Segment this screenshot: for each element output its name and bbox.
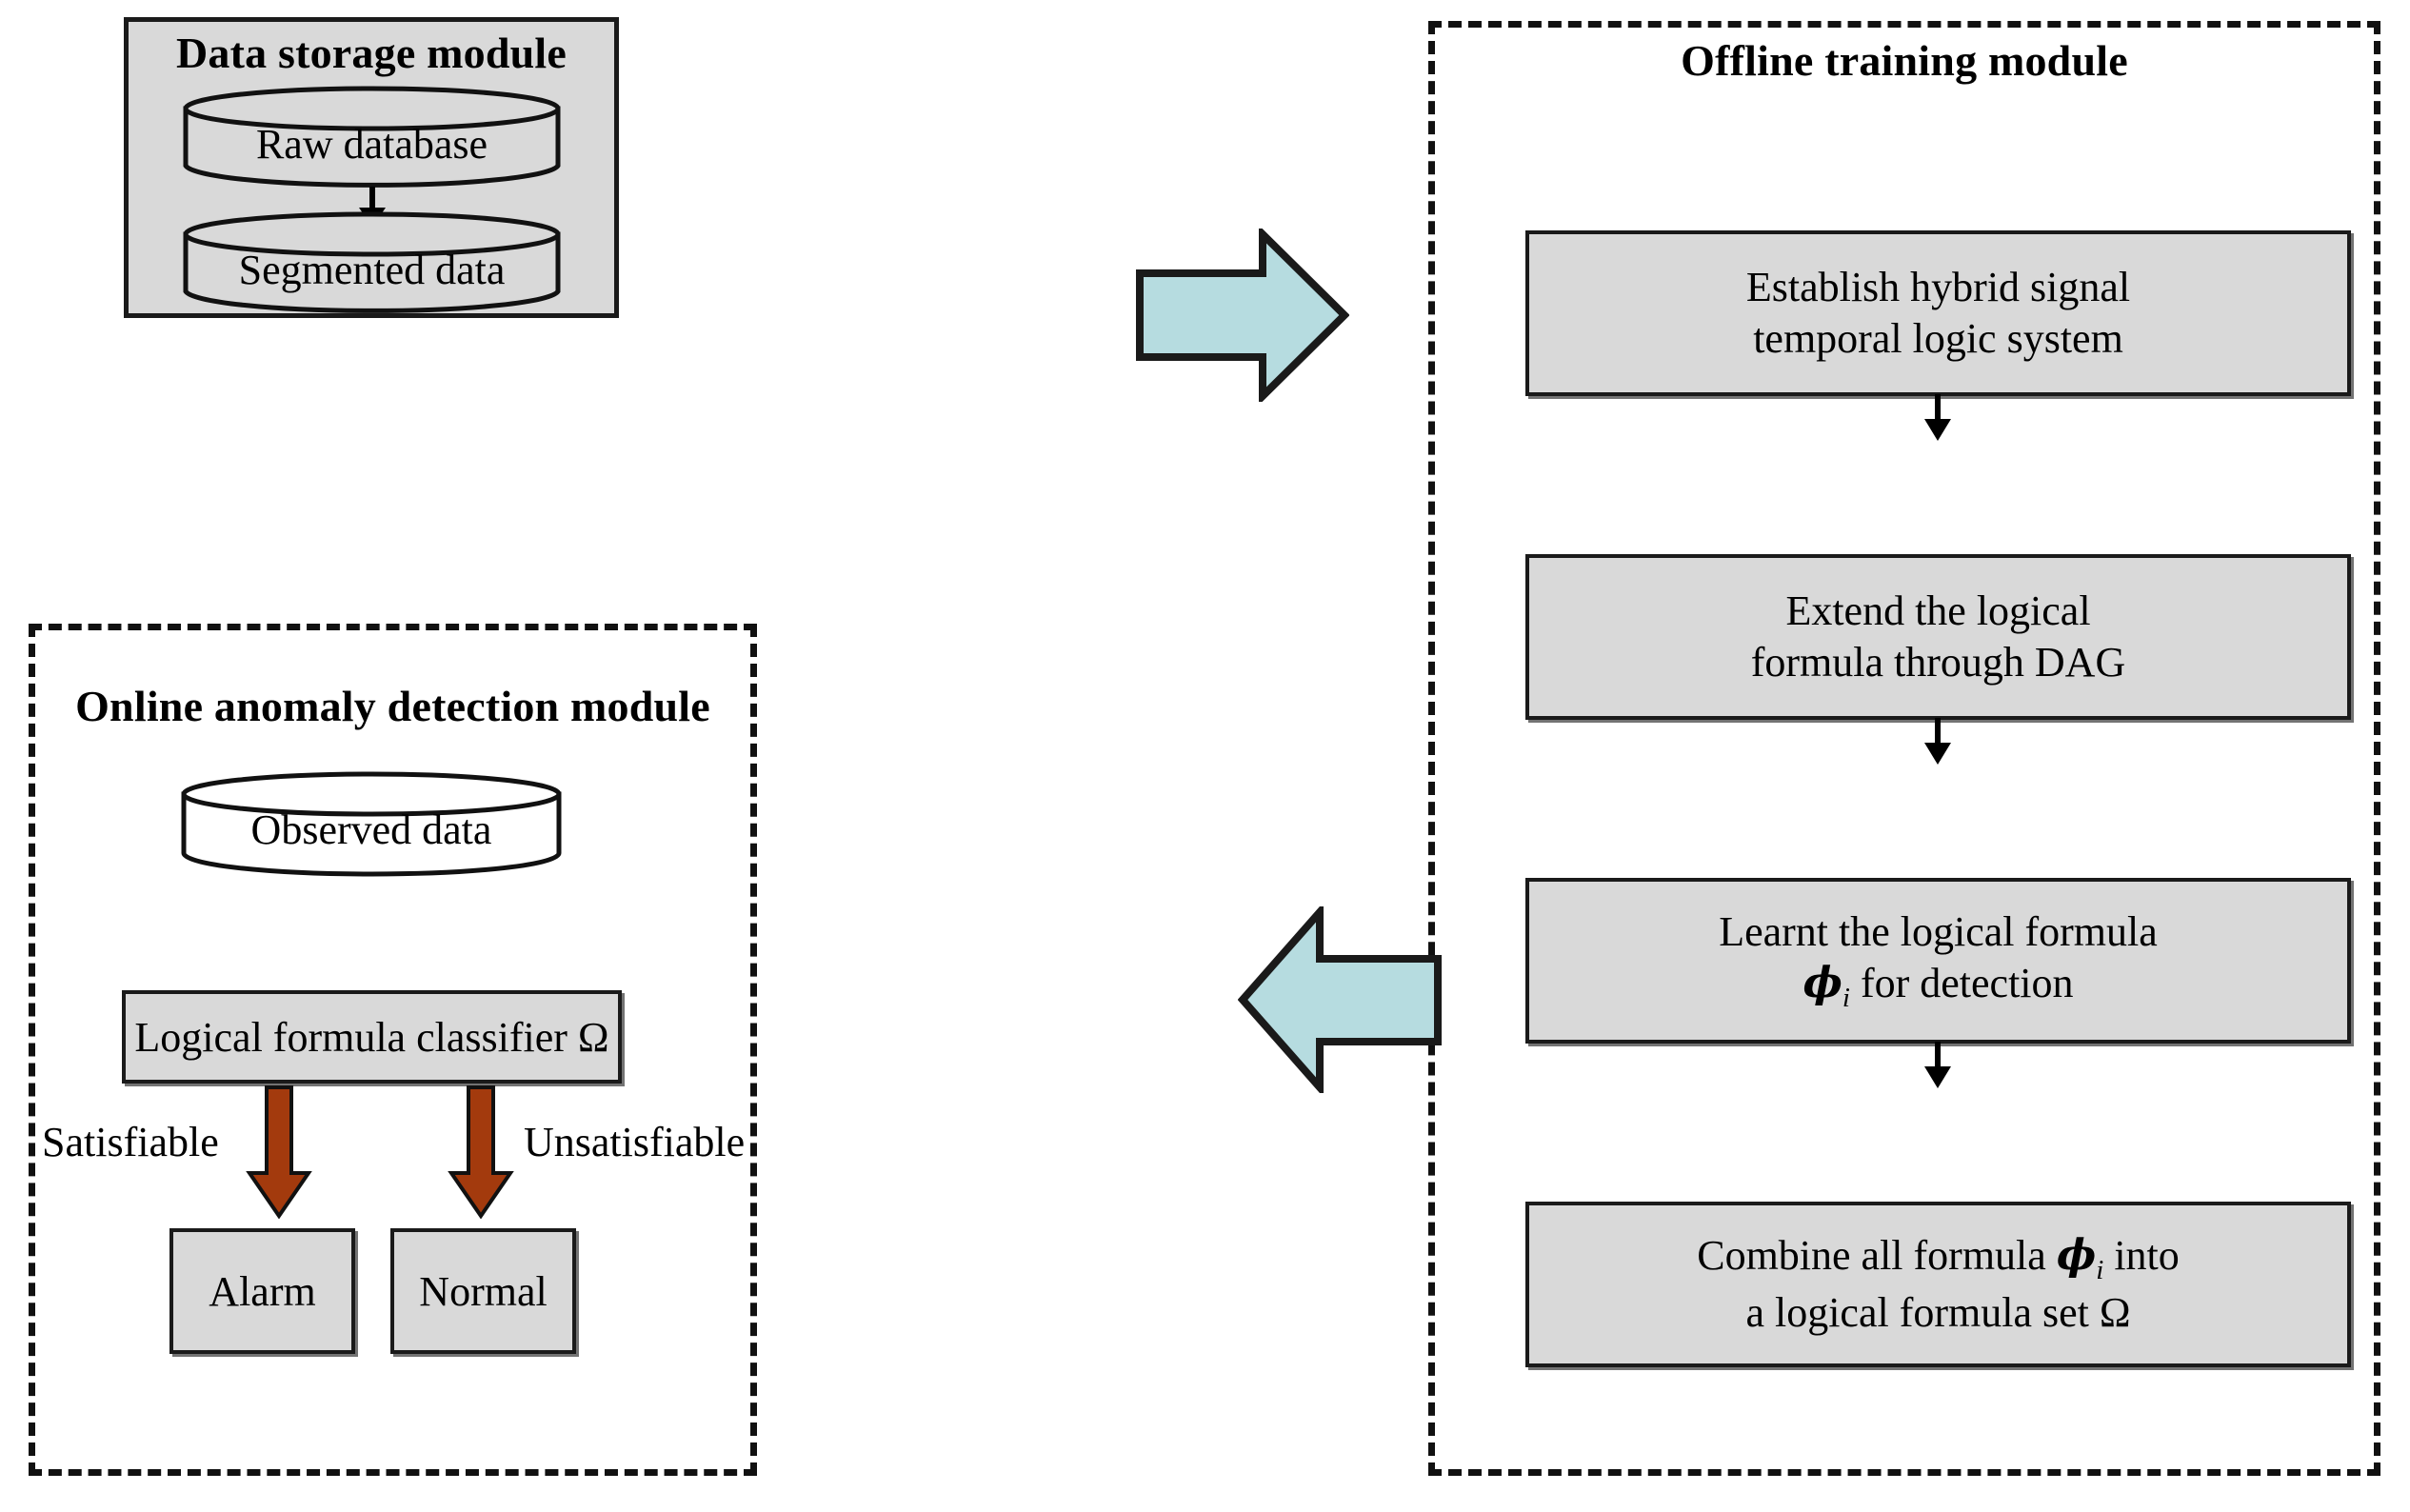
- offline-step-3-line2-suffix: for detection: [1849, 959, 2074, 1006]
- segmented-data-label: Segmented data: [238, 247, 506, 293]
- offline-step-3-text: Learnt the logical formula ϕi for detect…: [1539, 906, 2338, 1015]
- offline-connector-2: [1917, 718, 1959, 766]
- offline-step-3-phi-subscript: i: [1842, 982, 1850, 1013]
- unsatisfiable-edge-label: Unsatisfiable: [524, 1119, 746, 1165]
- offline-step-4-phi-subscript: i: [2096, 1254, 2104, 1285]
- offline-step-2-line2: formula through DAG: [1750, 639, 2126, 686]
- offline-to-online-block-arrow: [1238, 906, 1443, 1093]
- offline-step-learn-formula: Learnt the logical formula ϕi for detect…: [1525, 878, 2351, 1044]
- alarm-label: Alarm: [209, 1267, 316, 1315]
- offline-connector-3: [1917, 1042, 1959, 1089]
- offline-step-establish-hstl: Establish hybrid signal temporal logic s…: [1525, 230, 2351, 396]
- alarm-box: Alarm: [169, 1228, 355, 1354]
- raw-database-cylinder: Raw database: [183, 86, 561, 189]
- satisfiable-edge-label: Satisfiable: [42, 1119, 219, 1165]
- observed-data-cylinder: Observed data: [181, 771, 562, 877]
- online-anomaly-detection-module-title: Online anomaly detection module: [75, 682, 710, 730]
- offline-training-module-title: Offline training module: [1681, 36, 2128, 85]
- logical-formula-classifier-box: Logical formula classifier Ω: [122, 990, 622, 1084]
- offline-step-combine-formula: Combine all formula ϕi into a logical fo…: [1525, 1202, 2351, 1367]
- offline-connector-1: [1917, 394, 1959, 442]
- offline-step-1-line2: temporal logic system: [1753, 315, 2123, 362]
- offline-step-4-text: Combine all formula ϕi into a logical fo…: [1539, 1230, 2338, 1339]
- offline-step-1-text: Establish hybrid signal temporal logic s…: [1539, 262, 2338, 364]
- data-storage-module-title: Data storage module: [175, 29, 568, 77]
- offline-step-4-line2: a logical formula set Ω: [1745, 1289, 2131, 1337]
- observed-data-label: Observed data: [250, 806, 492, 853]
- normal-box: Normal: [390, 1228, 576, 1354]
- offline-step-3-phi-symbol: ϕ: [1803, 958, 1842, 1007]
- segmented-data-cylinder: Segmented data: [183, 211, 561, 314]
- logical-formula-classifier-label: Logical formula classifier Ω: [134, 1013, 609, 1061]
- raw-database-label: Raw database: [255, 121, 488, 168]
- offline-step-extend-dag: Extend the logical formula through DAG: [1525, 554, 2351, 720]
- offline-step-4-line1-suffix: into: [2103, 1232, 2180, 1280]
- satisfiable-arrow: [246, 1085, 312, 1219]
- offline-step-4-line1-prefix: Combine all formula: [1697, 1232, 2057, 1280]
- offline-step-4-phi-symbol: ϕ: [2056, 1231, 2097, 1281]
- storage-to-offline-block-arrow: [1135, 229, 1349, 402]
- offline-step-2-text: Extend the logical formula through DAG: [1539, 586, 2338, 687]
- offline-step-2-line1: Extend the logical: [1785, 587, 2091, 635]
- offline-step-3-line1: Learnt the logical formula: [1719, 908, 2158, 956]
- offline-step-1-line1: Establish hybrid signal: [1745, 264, 2131, 311]
- unsatisfiable-arrow: [448, 1085, 514, 1219]
- normal-label: Normal: [419, 1267, 548, 1315]
